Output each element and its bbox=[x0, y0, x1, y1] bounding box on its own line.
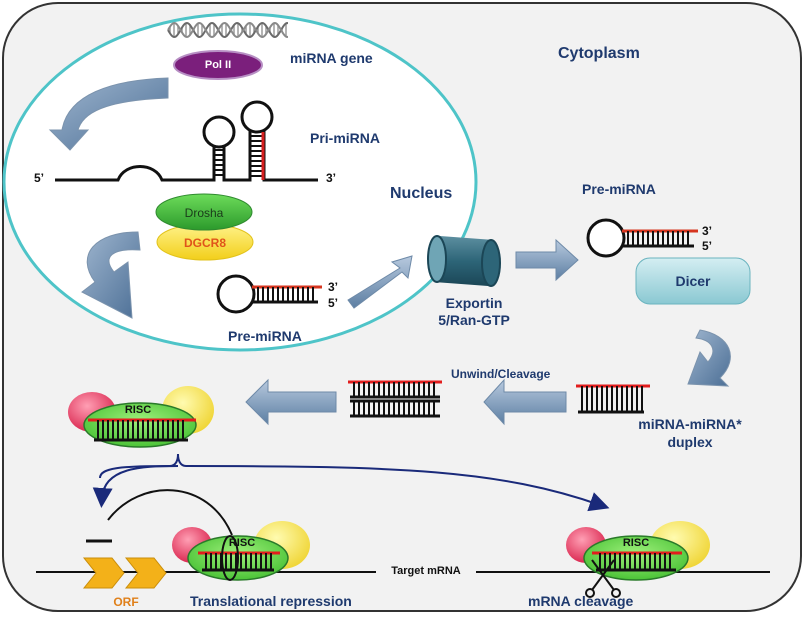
risc-complex-icon bbox=[68, 386, 214, 448]
pre-cyto-three-prime: 3’ bbox=[702, 224, 713, 238]
pol-ii-icon bbox=[173, 50, 263, 80]
pre-mirna-hairpin-cytoplasm bbox=[586, 218, 698, 258]
drosha-label: Drosha bbox=[184, 206, 224, 220]
dgcr8-label: DGCR8 bbox=[183, 236, 227, 250]
arrow-icon bbox=[245, 378, 337, 426]
risc-label: RISC bbox=[124, 404, 152, 416]
arrow-icon bbox=[515, 238, 579, 282]
exportin-label-line1: Exportin bbox=[445, 295, 503, 311]
risc-complex-icon bbox=[566, 521, 710, 581]
pri-five-prime: 5’ bbox=[34, 171, 45, 185]
target-mrna-label: Target mRNA bbox=[388, 566, 464, 577]
pri-mirna-label: Pri-miRNA bbox=[310, 130, 381, 146]
pre-mirna-nucleus-label: Pre-miRNA bbox=[228, 328, 302, 344]
risc-complex-icon bbox=[172, 521, 310, 581]
risc-bottom-left-label: RISC bbox=[228, 537, 256, 549]
drosha-icon bbox=[155, 193, 253, 231]
pre-cyto-five-prime: 5’ bbox=[702, 239, 713, 253]
exportin-channel-icon bbox=[427, 235, 501, 287]
nucleus-label: Nucleus bbox=[390, 185, 453, 202]
exportin-label-line2: 5/Ran-GTP bbox=[438, 312, 510, 328]
branch-arrow-left bbox=[92, 465, 179, 508]
cytoplasm-label: Cytoplasm bbox=[558, 45, 640, 62]
dicer-label: Dicer bbox=[675, 273, 711, 289]
dna-helix-icon bbox=[167, 21, 289, 39]
risc-bottom-right-label: RISC bbox=[622, 537, 650, 549]
dicer-icon bbox=[635, 257, 751, 305]
unwound-strands-icon bbox=[348, 380, 442, 418]
pri-mirna-structure bbox=[55, 100, 318, 182]
pre-nucleus-five-prime: 5’ bbox=[328, 296, 339, 310]
pol-ii-label: Pol II bbox=[204, 59, 232, 71]
pre-mirna-hairpin-nucleus bbox=[216, 274, 322, 314]
inhibition-arc bbox=[107, 489, 233, 536]
arrow-icon bbox=[483, 378, 567, 426]
duplex-label-line1: miRNA-miRNA* bbox=[638, 416, 742, 432]
mirna-gene-label: miRNA gene bbox=[290, 50, 373, 66]
duplex-label-line2: duplex bbox=[667, 434, 713, 450]
arrow-icon bbox=[347, 255, 413, 309]
curved-arrow-icon bbox=[81, 231, 141, 319]
mrna-cleavage-label: mRNA cleavage bbox=[528, 593, 634, 609]
pre-nucleus-three-prime: 3’ bbox=[328, 280, 339, 294]
curved-arrow-icon bbox=[687, 329, 731, 387]
scissors-icon bbox=[585, 559, 621, 598]
orf-chevron-icon bbox=[82, 557, 167, 589]
orf-label: ORF bbox=[113, 595, 139, 609]
pri-three-prime: 3’ bbox=[326, 171, 337, 185]
curved-arrow-icon bbox=[48, 77, 169, 151]
unwind-cleavage-label: Unwind/Cleavage bbox=[451, 367, 551, 381]
translational-repression-label: Translational repression bbox=[190, 593, 352, 609]
pre-mirna-cytoplasm-label: Pre-miRNA bbox=[582, 181, 656, 197]
mirna-duplex-icon bbox=[576, 384, 650, 414]
